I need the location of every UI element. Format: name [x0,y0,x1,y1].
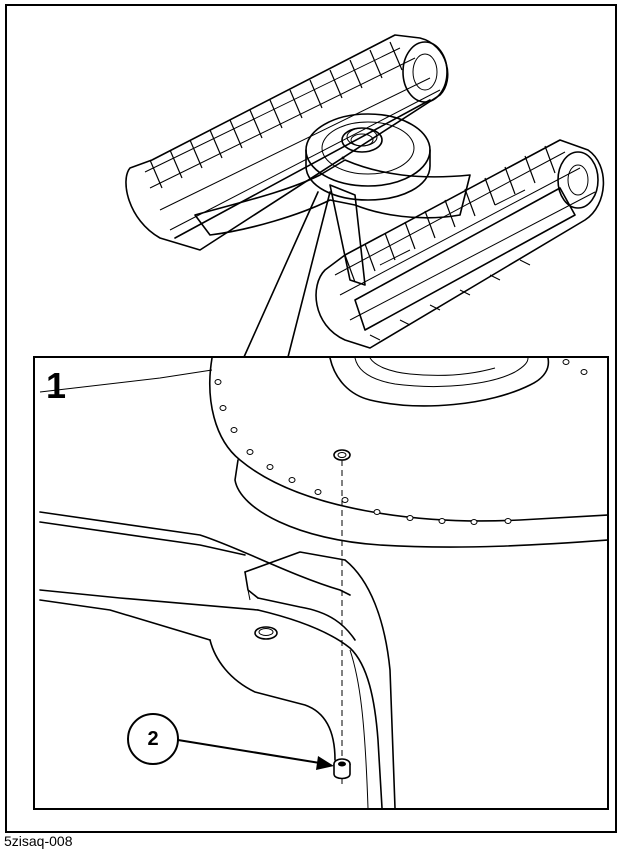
detail-label: 1 [46,365,67,406]
callout-2-arrowhead [316,756,334,770]
right-track [315,139,605,349]
detail-callout-lines [243,191,331,358]
callout-2-circle [127,713,179,765]
left-track [125,34,449,251]
grease-nipple [333,758,351,784]
callout-label: 2 [147,728,159,750]
callout-2-leader [177,739,327,765]
bolt-holes [214,359,588,525]
center-frame [194,113,471,286]
outer-frame [5,4,617,833]
undercarriage-overview [125,34,605,349]
figure-caption: 5zisaq-008 [4,833,73,849]
detail-view-1 [39,358,607,808]
